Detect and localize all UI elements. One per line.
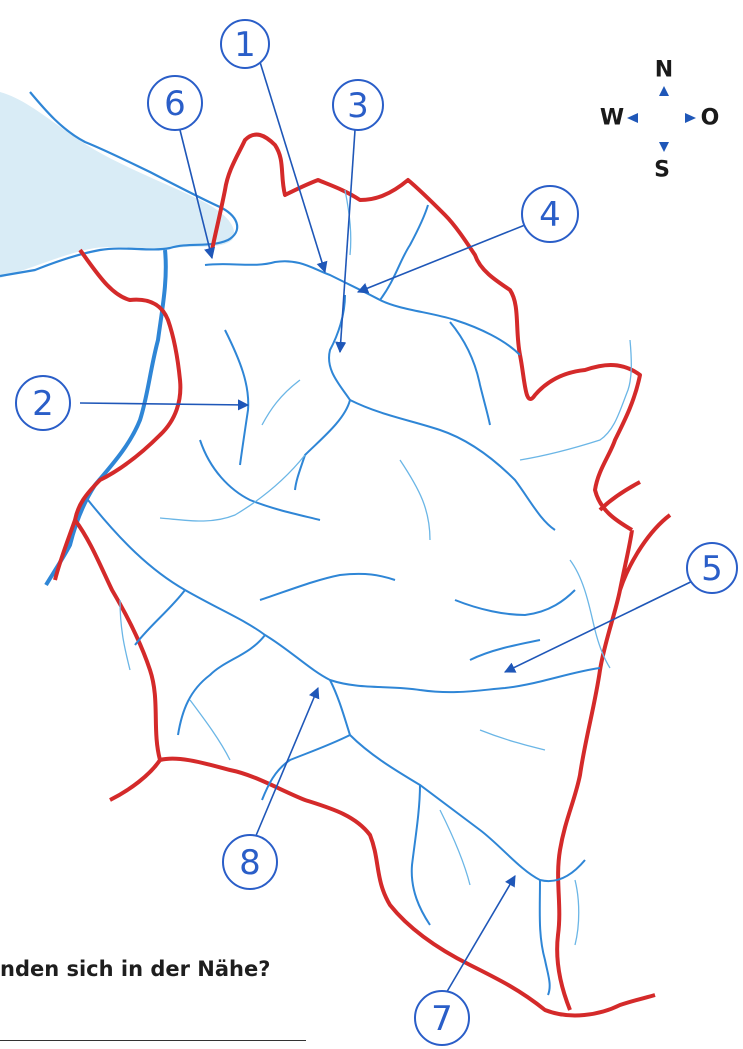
svg-text:6: 6	[164, 84, 186, 124]
region-border	[53, 132, 672, 1018]
compass: N W O S	[600, 58, 719, 183]
label-8: 8	[222, 834, 278, 890]
leader-lines	[79, 61, 706, 996]
south-arrow-icon	[659, 142, 669, 152]
label-3: 3	[332, 79, 384, 131]
label-2: 2	[15, 375, 71, 431]
svg-text:8: 8	[239, 843, 261, 883]
svg-text:1: 1	[234, 25, 256, 65]
leader-7	[444, 875, 516, 996]
leader-4	[356, 224, 526, 294]
label-7: 7	[414, 990, 470, 1046]
lake-shore	[0, 91, 239, 278]
west-arrow-icon	[627, 113, 638, 123]
compass-north: N	[655, 58, 673, 83]
leader-1	[259, 61, 328, 274]
label-5: 5	[686, 542, 738, 594]
east-arrow-icon	[685, 113, 696, 123]
svg-text:5: 5	[701, 549, 723, 589]
small-streams	[119, 189, 632, 946]
leader-8	[254, 686, 320, 839]
label-1: 1	[220, 19, 270, 69]
svg-text:7: 7	[431, 999, 453, 1039]
label-6: 6	[147, 75, 203, 131]
answer-line[interactable]	[0, 1040, 306, 1041]
lake-area	[0, 92, 235, 278]
svg-text:4: 4	[539, 195, 561, 235]
question-text: nden sich in der Nähe?	[0, 957, 271, 981]
label-circles: 1 2 3 4 5 6 7 8	[15, 19, 738, 1046]
compass-south: S	[654, 158, 670, 183]
leader-2	[79, 399, 250, 411]
compass-east: O	[701, 106, 720, 131]
svg-text:2: 2	[32, 384, 54, 424]
river-network	[87, 204, 601, 996]
svg-text:3: 3	[347, 86, 369, 126]
leader-6	[179, 129, 215, 260]
main-river	[44, 249, 168, 587]
north-arrow-icon	[659, 86, 669, 96]
label-4: 4	[521, 185, 579, 243]
compass-west: W	[600, 106, 624, 131]
leader-5	[503, 574, 706, 673]
leader-3	[335, 129, 356, 354]
